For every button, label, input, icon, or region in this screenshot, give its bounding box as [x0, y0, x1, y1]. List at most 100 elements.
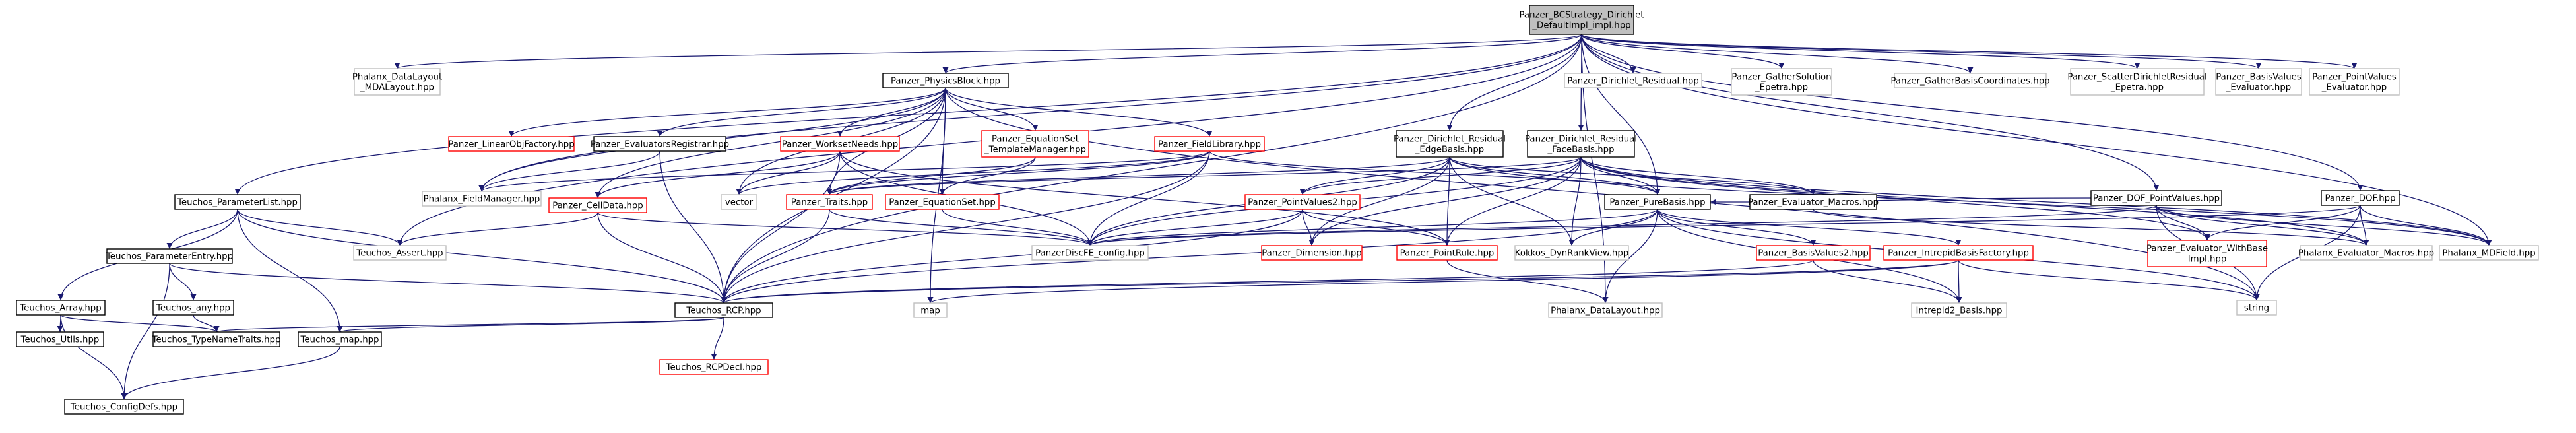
- node-equation_set_tm[interactable]: Panzer_EquationSet_TemplateManager.hpp: [981, 130, 1089, 158]
- node-dimension[interactable]: Panzer_Dimension.hpp: [1261, 245, 1363, 261]
- node-field_library[interactable]: Panzer_FieldLibrary.hpp: [1154, 136, 1265, 152]
- node-box-point_rule: [1396, 245, 1498, 261]
- node-label-scatter_dirichlet_residual-1: _Epetra.hpp: [2110, 83, 2164, 93]
- node-label-teuchos_any-0: Teuchos_any.hpp: [156, 304, 230, 314]
- node-label-teuchos_rcp-0: Teuchos_RCP.hpp: [686, 306, 761, 316]
- node-teuchos_utils[interactable]: Teuchos_Utils.hpp: [16, 331, 104, 347]
- edge-evaluator_macros-to-phx_evaluator_macros: [1813, 209, 2369, 246]
- edge-dirichlet_edge-to-point_values2: [1299, 156, 1450, 195]
- node-box-dirichlet_edge: [1396, 130, 1504, 158]
- node-box-teuchos_any: [152, 300, 234, 316]
- node-point_values_eval: Panzer_PointValues_Evaluator.hpp: [2309, 68, 2400, 96]
- node-physicsblock[interactable]: Panzer_PhysicsBlock.hpp: [882, 73, 1009, 88]
- node-box-equation_set_tm: [981, 130, 1089, 158]
- node-traits[interactable]: Panzer_Traits.hpp: [786, 194, 873, 210]
- node-point_values2[interactable]: Panzer_PointValues2.hpp: [1244, 194, 1361, 210]
- node-box-string: [2236, 300, 2277, 316]
- node-dirichlet_edge[interactable]: Panzer_Dirichlet_Residual_EdgeBasis.hpp: [1394, 130, 1506, 158]
- edges-layer: [57, 34, 2492, 400]
- edge-pure_basis-to-phx_datalayout: [1602, 209, 1658, 304]
- node-label-workset_needs-0: Panzer_WorksetNeeds.hpp: [782, 140, 898, 150]
- edge-cell_data-to-teuchos_assert: [397, 212, 598, 246]
- node-teuchos_map[interactable]: Teuchos_map.hpp: [298, 331, 382, 347]
- node-box-root: [1529, 5, 1634, 35]
- node-label-kokkos_dynrankview-0: Kokkos_DynRankView.hpp: [1515, 249, 1628, 259]
- node-vector: vector: [721, 194, 757, 210]
- edge-equation_set_tm-to-equation_set: [939, 156, 1036, 195]
- node-teuchos_array[interactable]: Teuchos_Array.hpp: [16, 300, 106, 316]
- node-config_defs[interactable]: Teuchos_ConfigDefs.hpp: [64, 399, 184, 415]
- node-label-map-0: map: [920, 306, 940, 316]
- edge-physicsblock-to-equation_set_tm: [945, 87, 1039, 131]
- node-rcp_decl[interactable]: Teuchos_RCPDecl.hpp: [659, 359, 769, 375]
- node-dirichlet_residual: Panzer_Dirichlet_Residual.hpp: [1564, 73, 1702, 88]
- edge-parameter_entry-to-config_defs: [121, 263, 170, 400]
- node-intrepid_basis_factory[interactable]: Panzer_IntrepidBasisFactory.hpp: [1883, 245, 2034, 261]
- node-box-map: [913, 302, 948, 318]
- edge-intrepid_basis_factory-to-teuchos_rcp: [721, 259, 1959, 304]
- edge-traits-to-discfe_config: [829, 209, 1093, 246]
- node-type_name_traits[interactable]: Teuchos_TypeNameTraits.hpp: [152, 331, 281, 347]
- node-box-dof: [2321, 190, 2400, 206]
- edge-point_rule-to-phx_datalayout: [1446, 259, 1609, 304]
- node-parameter_entry[interactable]: Teuchos_ParameterEntry.hpp: [106, 248, 233, 264]
- node-phx_mdfield: Phalanx_MDField.hpp: [2439, 245, 2539, 261]
- edge-parameter_list-to-teuchos_assert: [237, 209, 403, 246]
- node-label-basis_values2-0: Panzer_BasisValues2.hpp: [1758, 249, 1869, 259]
- node-label-gather_solution_epetra-1: _Epetra.hpp: [1755, 83, 1808, 93]
- node-box-config_defs: [64, 399, 184, 415]
- node-discfe_config: PanzerDiscFE_config.hpp: [1031, 245, 1149, 261]
- edge-evaluators_registrar-to-teuchos_rcp: [659, 150, 727, 304]
- node-box-basis_values2: [1756, 245, 1871, 261]
- node-label-discfe_config-0: PanzerDiscFE_config.hpp: [1035, 249, 1145, 259]
- node-linear_obj_factory[interactable]: Panzer_LinearObjFactory.hpp: [448, 136, 575, 152]
- node-dof[interactable]: Panzer_DOF.hpp: [2321, 190, 2400, 206]
- edge-pure_basis-to-discfe_config: [1087, 209, 1658, 246]
- node-box-dof_point_values: [2090, 190, 2222, 206]
- node-dof_point_values[interactable]: Panzer_DOF_PointValues.hpp: [2090, 190, 2222, 206]
- node-phx_datalayout_mda: Phalanx_DataLayout_MDALayout.hpp: [352, 68, 442, 96]
- node-label-root-1: _DefaultImpl_impl.hpp: [1531, 21, 1630, 31]
- edge-dirichlet_face-to-phx_mdfield: [1580, 156, 2492, 246]
- node-gather_solution_epetra: Panzer_GatherSolution_Epetra.hpp: [1731, 68, 1832, 96]
- node-box-kokkos_dynrankview: [1514, 245, 1629, 261]
- node-equation_set[interactable]: Panzer_EquationSet.hpp: [885, 194, 1000, 210]
- edge-equation_set-to-discfe_config: [942, 209, 1093, 246]
- node-box-gather_basis_coords: [1894, 73, 2047, 88]
- node-box-equation_set: [885, 194, 1000, 210]
- node-pure_basis[interactable]: Panzer_PureBasis.hpp: [1604, 194, 1711, 210]
- node-teuchos_rcp[interactable]: Teuchos_RCP.hpp: [674, 302, 773, 318]
- node-box-basis_values_eval: [2215, 68, 2302, 96]
- node-box-cell_data: [548, 197, 647, 213]
- node-workset_needs[interactable]: Panzer_WorksetNeeds.hpp: [780, 136, 900, 152]
- edge-dof-to-phx_mdfield: [2360, 205, 2492, 246]
- node-cell_data[interactable]: Panzer_CellData.hpp: [548, 197, 647, 213]
- node-evaluator_macros[interactable]: Panzer_Evaluator_Macros.hpp: [1748, 194, 1879, 210]
- node-evaluators_registrar[interactable]: Panzer_EvaluatorsRegistrar.hpp: [591, 136, 729, 152]
- edge-pure_basis-to-basis_values2: [1657, 209, 1817, 246]
- edge-field_library-to-phx_field_manager: [478, 150, 1210, 192]
- node-label-teuchos_array-0: Teuchos_Array.hpp: [19, 304, 101, 314]
- node-parameter_list[interactable]: Teuchos_ParameterList.hpp: [174, 194, 301, 210]
- node-teuchos_any[interactable]: Teuchos_any.hpp: [152, 300, 234, 316]
- node-box-linear_obj_factory: [448, 136, 575, 152]
- edge-root-to-gather_basis_coords: [1581, 34, 1974, 74]
- edge-physicsblock-to-evaluators_registrar: [657, 87, 946, 137]
- edge-root-to-physicsblock: [942, 34, 1582, 74]
- node-basis_values2[interactable]: Panzer_BasisValues2.hpp: [1756, 245, 1871, 261]
- node-box-physicsblock: [882, 73, 1009, 88]
- node-label-basis_values_eval-1: _Evaluator.hpp: [2226, 83, 2291, 93]
- edge-cell_data-to-teuchos_rcp: [597, 212, 727, 304]
- node-point_rule[interactable]: Panzer_PointRule.hpp: [1396, 245, 1498, 261]
- node-box-dirichlet_face: [1527, 130, 1635, 158]
- edge-root-to-dirichlet_edge: [1446, 34, 1582, 131]
- node-label-config_defs-0: Teuchos_ConfigDefs.hpp: [70, 403, 177, 413]
- edge-dof-to-discfe_config: [1087, 205, 2361, 246]
- node-dirichlet_face[interactable]: Panzer_Dirichlet_Residual_FaceBasis.hpp: [1525, 130, 1637, 158]
- node-phx_datalayout: Phalanx_DataLayout.hpp: [1548, 302, 1663, 318]
- edge-root-to-point_values_eval: [1581, 34, 2358, 69]
- edge-root-to-pure_basis: [1581, 34, 1661, 195]
- node-label-pure_basis-0: Panzer_PureBasis.hpp: [1609, 198, 1705, 208]
- edge-dirichlet_edge-to-traits: [826, 156, 1450, 195]
